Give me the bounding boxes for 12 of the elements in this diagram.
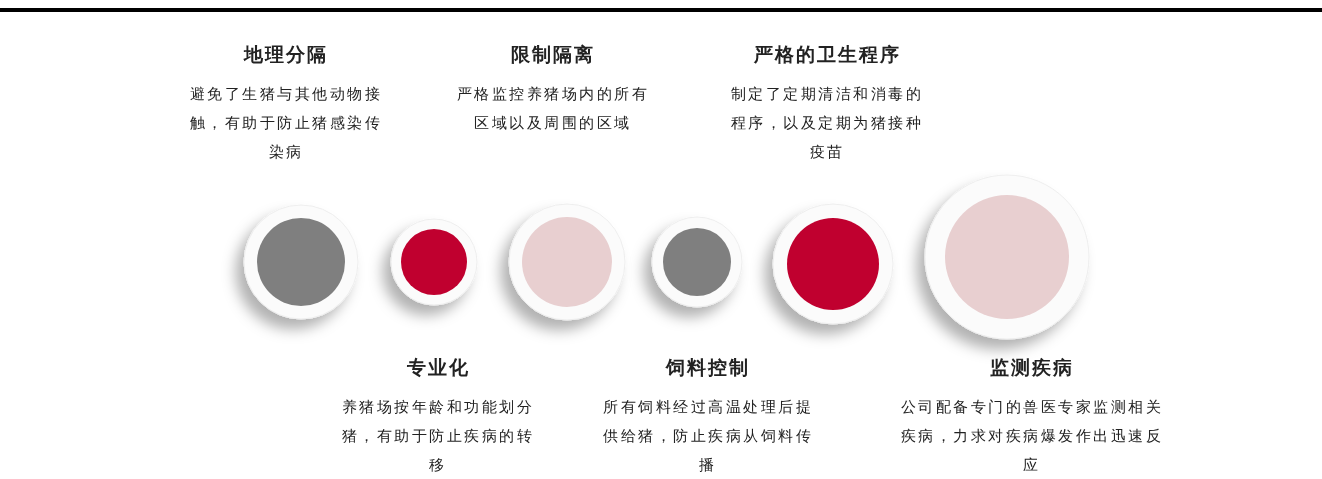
heading: 监测疾病 (990, 355, 1074, 380)
description: 所有饲料经过高温处理后提供给猪，防止疾病从饲料传播 (602, 398, 814, 475)
description: 避免了生猪与其他动物接触，有助于防止猪感染传染病 (188, 85, 384, 162)
heading: 专业化 (406, 355, 470, 380)
heading: 饲料控制 (666, 355, 750, 380)
heading: 严格的卫生程序 (753, 42, 901, 67)
heading: 限制隔离 (511, 42, 595, 67)
description: 严格监控养猪场内的所有区域以及周围的区域 (455, 85, 651, 133)
description: 制定了定期清洁和消毒的程序，以及定期为猪接种疫苗 (729, 85, 925, 162)
heading: 地理分隔 (244, 42, 328, 67)
description: 公司配备专门的兽医专家监测相关疾病，力求对疾病爆发作出迅速反应 (899, 398, 1165, 475)
description: 养猪场按年龄和功能划分猪，有助于防止疾病的转移 (340, 398, 536, 475)
